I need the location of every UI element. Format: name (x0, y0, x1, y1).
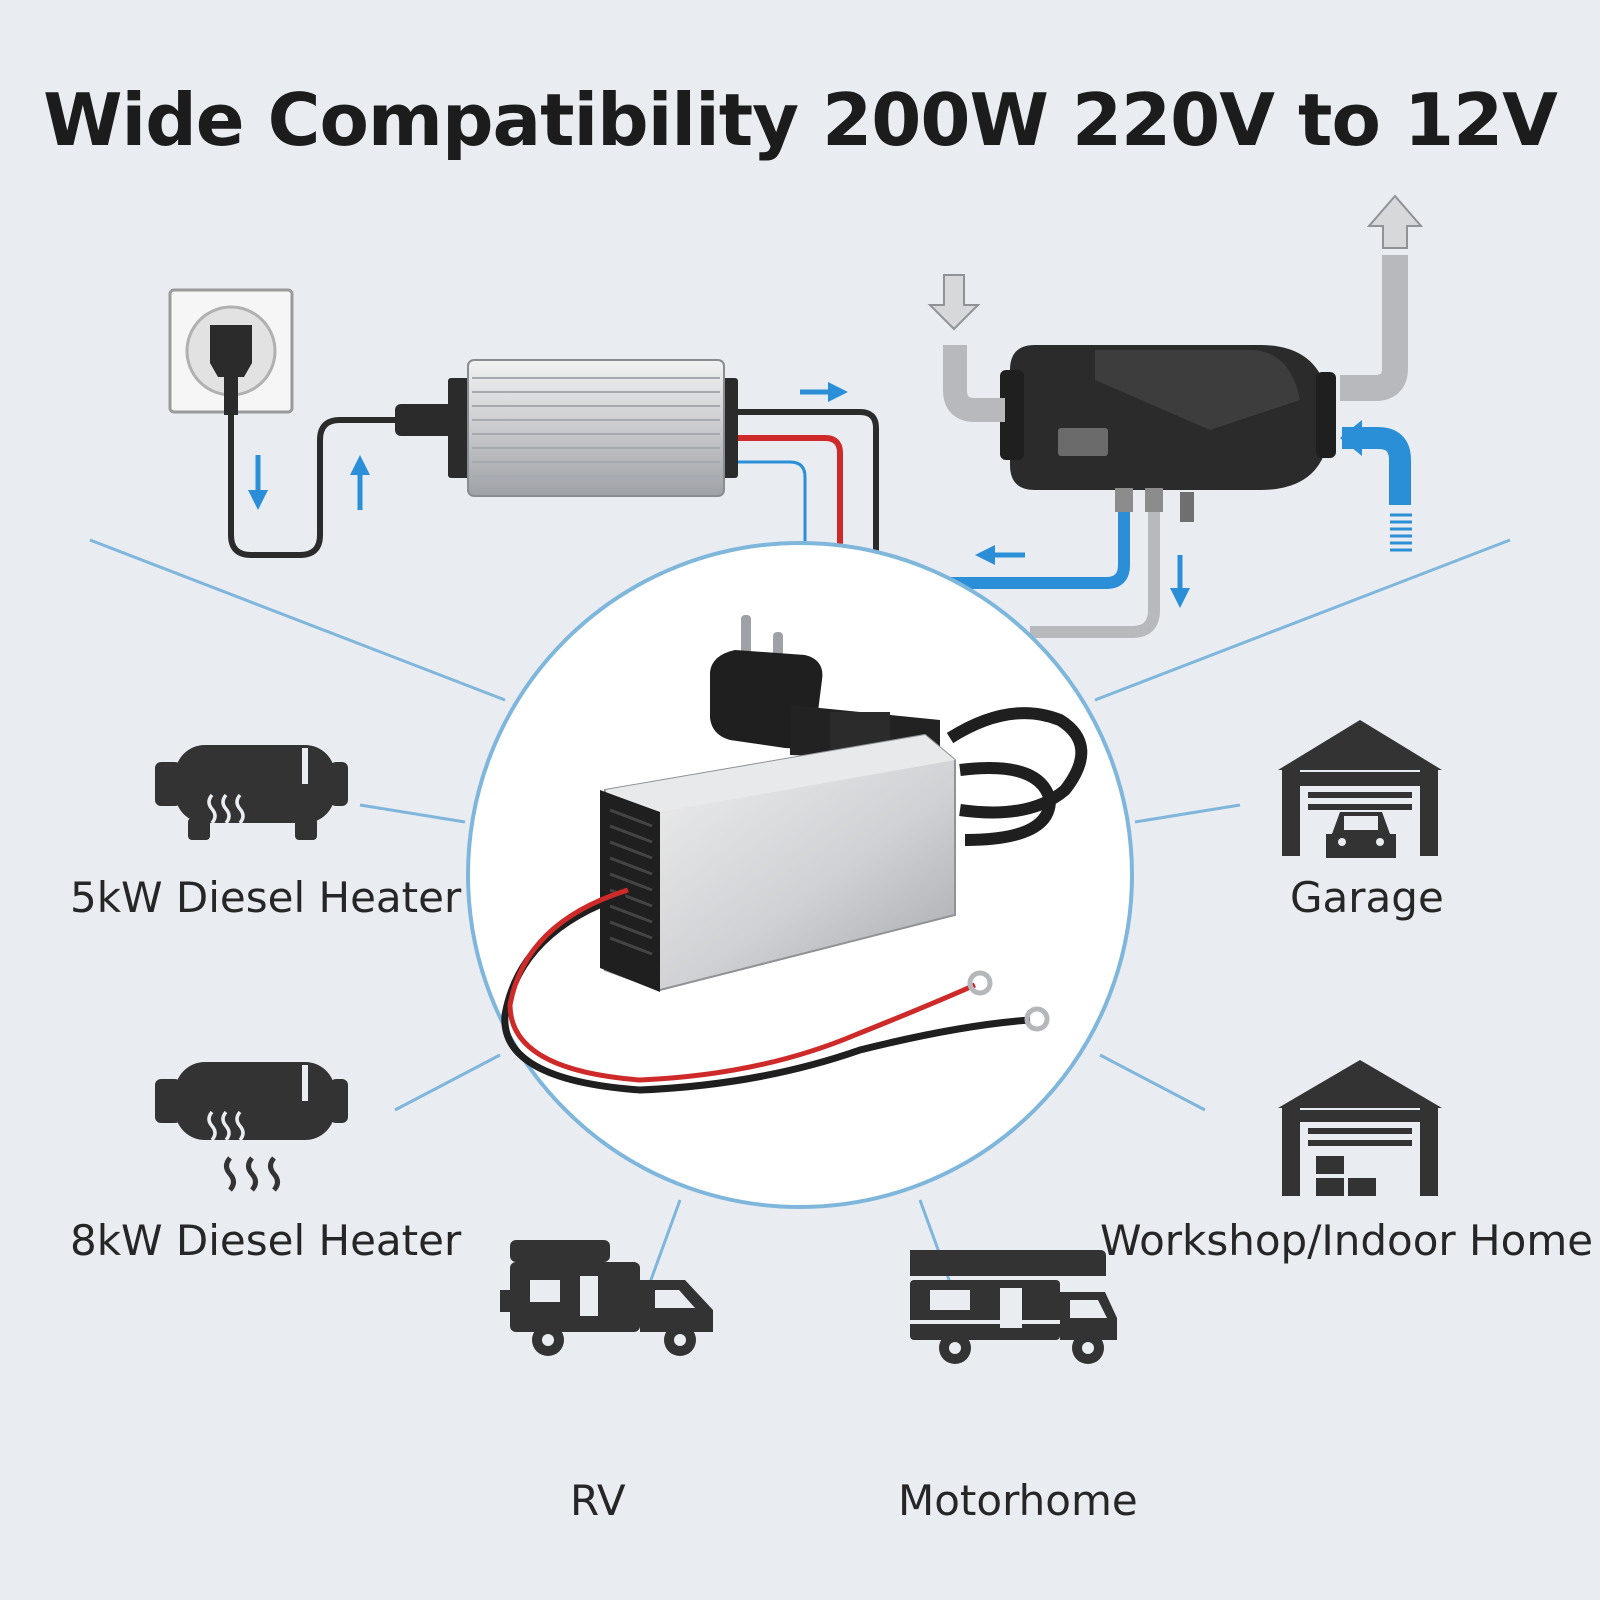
blue-air-pipe (1342, 427, 1411, 505)
page-title: Wide Compatibility 200W 220V to 12V (43, 78, 1558, 162)
label-garage: Garage (1290, 873, 1444, 922)
rv-icon (500, 1240, 713, 1356)
wall-socket-icon (168, 288, 294, 415)
outlet-arrow-icon (1366, 194, 1424, 249)
connector-line (359, 803, 466, 824)
label-rv: RV (570, 1476, 626, 1525)
label-motorhome: Motorhome (898, 1476, 1138, 1525)
outlet-pipe (1340, 255, 1408, 401)
cord-strain-relief (395, 404, 463, 436)
garage-icon (1278, 720, 1442, 858)
diesel-heater-icon (1000, 345, 1336, 522)
heater-5kw-icon (155, 745, 348, 840)
exhaust-line (1030, 512, 1160, 638)
connector-line (1094, 538, 1511, 702)
power-cord (228, 412, 400, 558)
workshop-icon (1278, 1060, 1442, 1196)
connector-line (89, 538, 506, 702)
connector-line (1134, 803, 1241, 824)
air-vent-icon (1390, 513, 1412, 552)
label-workshop: Workshop/Indoor Home (1100, 1216, 1594, 1265)
heater-8kw-icon (155, 1062, 348, 1192)
blue-air-arrow-icon (1340, 420, 1362, 456)
connector-line (394, 1053, 501, 1112)
black-output-cable (738, 409, 879, 560)
motorhome-icon (910, 1250, 1117, 1364)
blue-output-line (738, 460, 807, 560)
red-output-cable (738, 435, 843, 560)
intake-pipe (943, 345, 1005, 422)
product-photo (501, 615, 1088, 1094)
fuel-line (930, 512, 1130, 589)
label-8kw-heater: 8kW Diesel Heater (70, 1216, 462, 1265)
converter-box-icon (448, 359, 738, 497)
wiring-diagram (168, 194, 1424, 638)
intake-arrow-icon (927, 274, 981, 331)
label-5kw-heater: 5kW Diesel Heater (70, 873, 462, 922)
connector-line (1099, 1053, 1206, 1112)
